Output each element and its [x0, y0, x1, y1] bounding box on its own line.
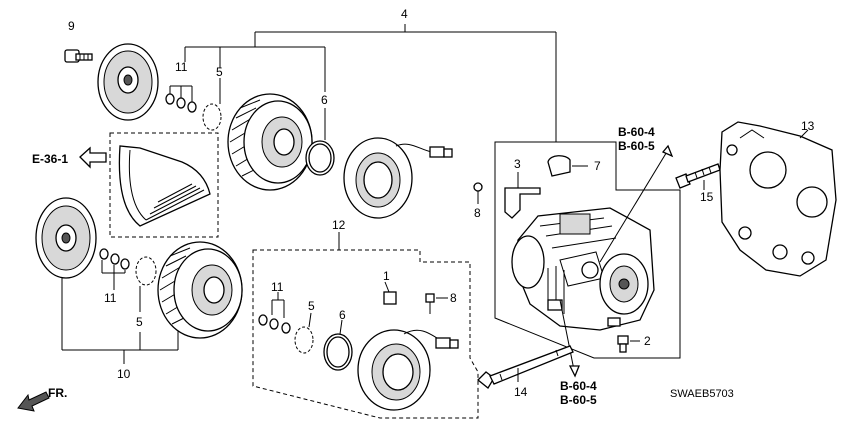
callout-11-lower: 11 — [104, 291, 117, 305]
group-10-bracket — [61, 275, 179, 364]
washers-part-11-upper — [165, 85, 197, 113]
bolt-part-2 — [617, 335, 640, 353]
drive-belt — [118, 145, 211, 227]
ring-part-6-upper — [305, 108, 335, 176]
clutch-plate-lower — [35, 197, 97, 279]
callout-7: 7 — [594, 159, 601, 173]
bracket-part-3 — [504, 172, 541, 219]
ref-arrow-e36-1 — [79, 146, 107, 169]
ref-e36-1[interactable]: E-36-1 — [32, 152, 68, 166]
callout-4: 4 — [401, 7, 408, 21]
callout-13: 13 — [801, 119, 815, 133]
snap-ring-part-5-lower — [135, 256, 157, 312]
leader-b60-bottom — [559, 299, 580, 378]
ring-part-6-group12 — [323, 319, 353, 371]
ref-b60-5-top[interactable]: B-60-5 — [618, 139, 655, 153]
diagram-code: SWAEB5703 — [670, 388, 734, 400]
callout-10: 10 — [117, 367, 131, 381]
connector-part-1 — [383, 281, 397, 305]
callout-12: 12 — [332, 218, 346, 232]
callout-3: 3 — [514, 157, 521, 171]
callout-5-group12: 5 — [308, 299, 315, 313]
ref-b60-5-bottom[interactable]: B-60-5 — [560, 393, 597, 407]
washers-part-11-group12 — [258, 292, 291, 334]
washers-part-11-lower — [99, 248, 130, 290]
mounting-bracket-part-13 — [719, 121, 837, 277]
callout-6-group12: 6 — [339, 308, 346, 322]
field-coil-upper — [343, 137, 453, 219]
compressor-body — [511, 207, 655, 331]
callout-11-group12: 11 — [271, 280, 284, 294]
callout-2: 2 — [644, 334, 651, 348]
callout-11-upper: 11 — [175, 60, 188, 74]
leader-b60-top — [599, 144, 674, 263]
belt-box — [109, 132, 219, 238]
bolt-part-15 — [675, 163, 721, 190]
group-4-bracket — [184, 24, 557, 142]
callout-15: 15 — [700, 190, 714, 204]
callout-8-upper: 8 — [474, 206, 481, 220]
clutch-plate-upper — [97, 43, 159, 121]
front-direction-icon — [17, 391, 50, 412]
snap-ring-part-5-group12 — [294, 312, 314, 354]
ref-b60-4-bottom[interactable]: B-60-4 — [560, 379, 597, 393]
snap-ring-part-5-upper — [202, 78, 222, 131]
screw-part-8-upper — [473, 182, 483, 204]
long-bolt-part-14 — [477, 345, 574, 389]
callout-9: 9 — [68, 19, 75, 33]
callout-5-upper: 5 — [216, 65, 223, 79]
pulley-upper — [227, 93, 313, 191]
front-label: FR. — [48, 386, 67, 400]
callout-1: 1 — [383, 269, 390, 283]
callout-8-lower: 8 — [450, 291, 457, 305]
field-coil-group12 — [357, 329, 459, 411]
clip-part-7 — [547, 155, 588, 177]
pulley-lower — [157, 241, 243, 339]
ref-b60-4-top[interactable]: B-60-4 — [618, 125, 655, 139]
compressor-group-outline — [494, 141, 681, 359]
bolt-part-9 — [64, 49, 93, 63]
callout-14: 14 — [514, 385, 528, 399]
screw-part-8-lower — [425, 293, 448, 314]
callout-5-lower: 5 — [136, 315, 143, 329]
callout-6-upper: 6 — [321, 93, 328, 107]
